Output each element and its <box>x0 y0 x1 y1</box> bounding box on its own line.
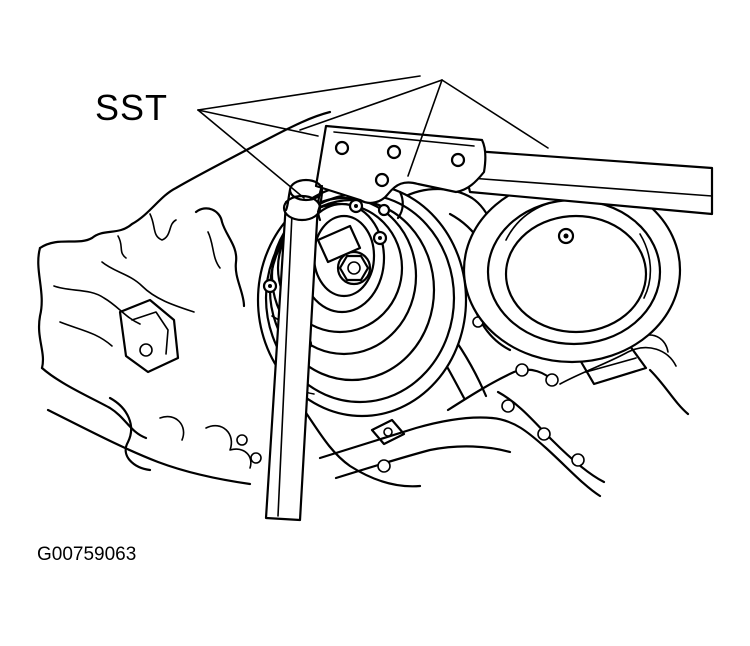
sst-leader-lines <box>197 75 549 199</box>
figure-id: G00759063 <box>37 544 137 565</box>
sst-handle-bar <box>264 178 324 522</box>
sst-callout-label: SST <box>95 87 169 128</box>
sst-holding-bar <box>314 124 714 222</box>
engine-block-outline <box>37 110 690 498</box>
